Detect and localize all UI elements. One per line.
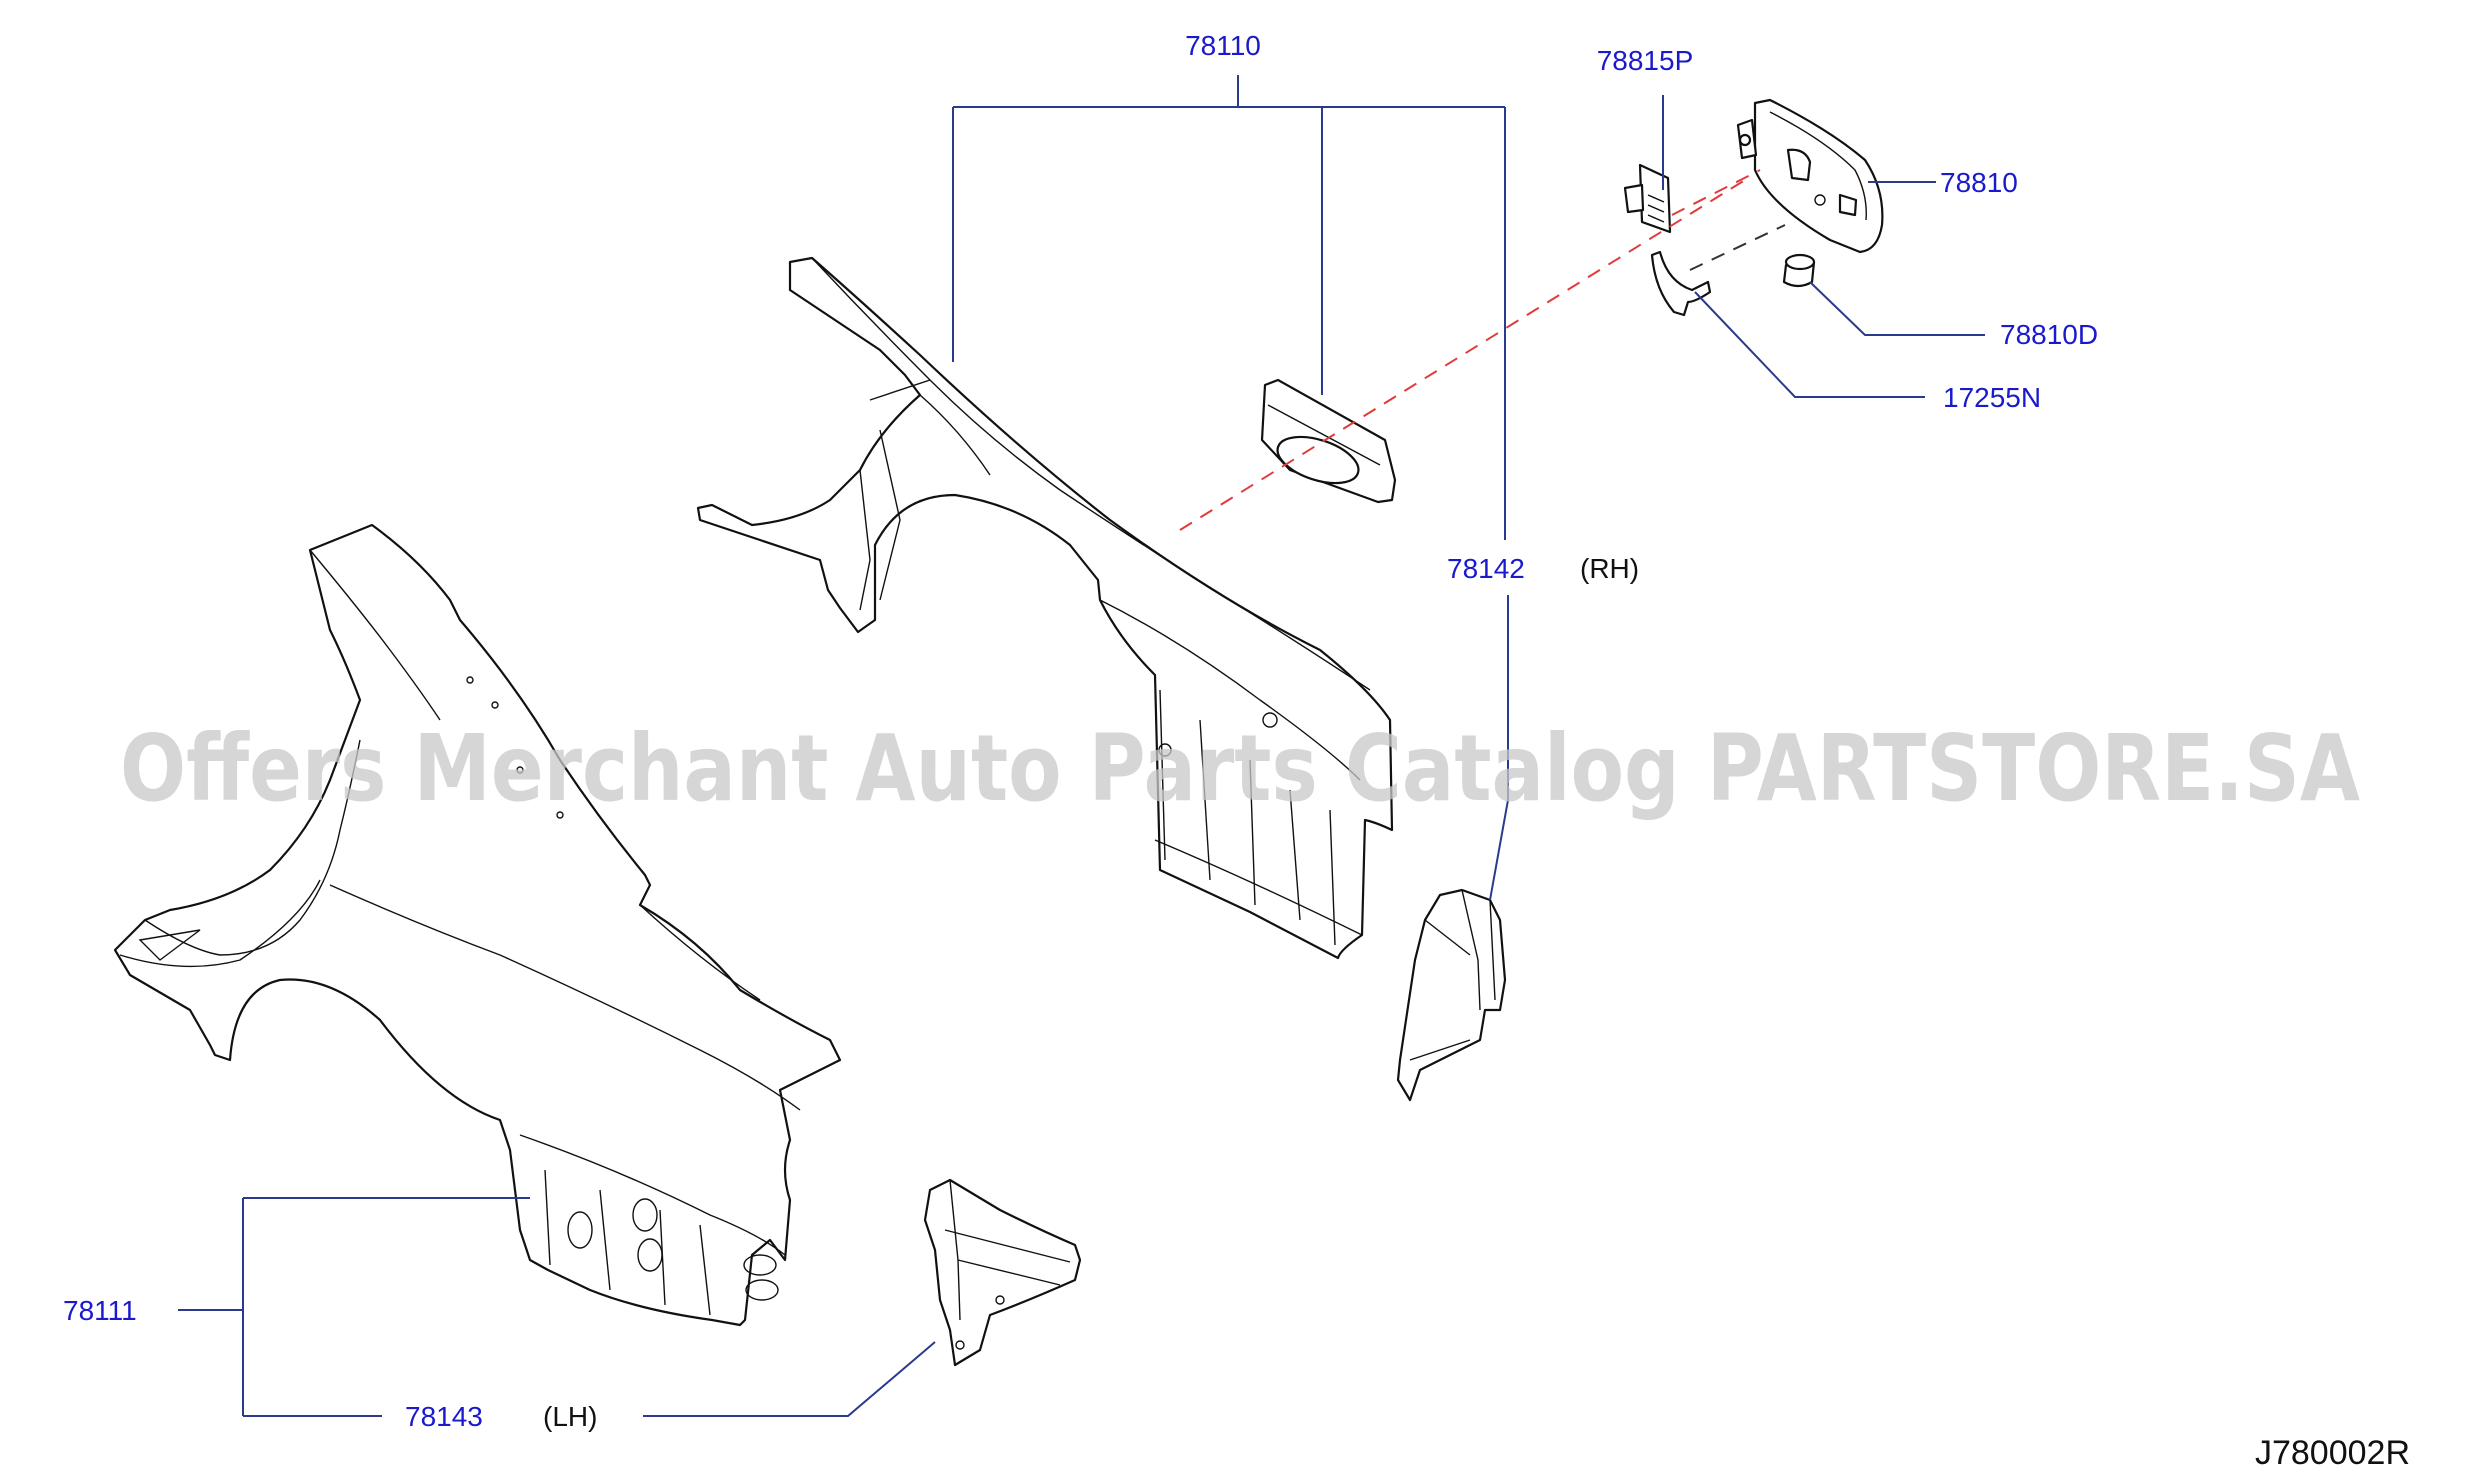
callout-17255N[interactable]: 17255N (1943, 382, 2041, 413)
part-78143-extension-lh[interactable] (923, 1178, 1082, 1367)
leader-78110 (952, 75, 1506, 540)
part-78111-rear-fender-lh[interactable] (113, 523, 842, 1327)
callout-78111[interactable]: 78111 (63, 1295, 137, 1326)
callout-78810D[interactable]: 78810D (2000, 319, 2098, 350)
leader-78810D (1809, 281, 1985, 336)
part-78142-extension-rh[interactable] (1396, 888, 1507, 1102)
callout-78143[interactable]: 78143 (405, 1401, 483, 1432)
callout-78815P[interactable]: 78815P (1597, 45, 1694, 76)
assembly-line-protector-to-bumper (1689, 224, 1786, 271)
leader-78142 (1489, 595, 1509, 901)
part-78810-fuel-filler-lid[interactable] (1736, 98, 1884, 254)
callout-78142[interactable]: 78142 (1447, 553, 1525, 584)
fuel-filler-base[interactable] (1260, 378, 1397, 504)
diagram-id: J780002R (2255, 1434, 2410, 1472)
callout-78110[interactable]: 78110 (1185, 30, 1261, 61)
part-78110-rear-fender-rh[interactable] (696, 256, 1394, 960)
assembly-line-lid-to-base (1179, 179, 1746, 531)
watermark-text: Offers Merchant Auto Parts Catalog PARTS… (120, 715, 2360, 822)
callout-78143-side: (LH) (543, 1401, 597, 1432)
leader-17255N (1694, 291, 1925, 398)
leader-78143 (643, 1341, 936, 1417)
part-78810D-bumper[interactable] (1782, 253, 1816, 288)
leader-78111 (178, 1197, 530, 1417)
part-17255N-protector[interactable] (1650, 250, 1712, 317)
callout-78810[interactable]: 78810 (1940, 167, 2018, 198)
assembly-line-spring-to-lid (1671, 169, 1761, 216)
callout-78142-side: (RH) (1580, 553, 1639, 584)
